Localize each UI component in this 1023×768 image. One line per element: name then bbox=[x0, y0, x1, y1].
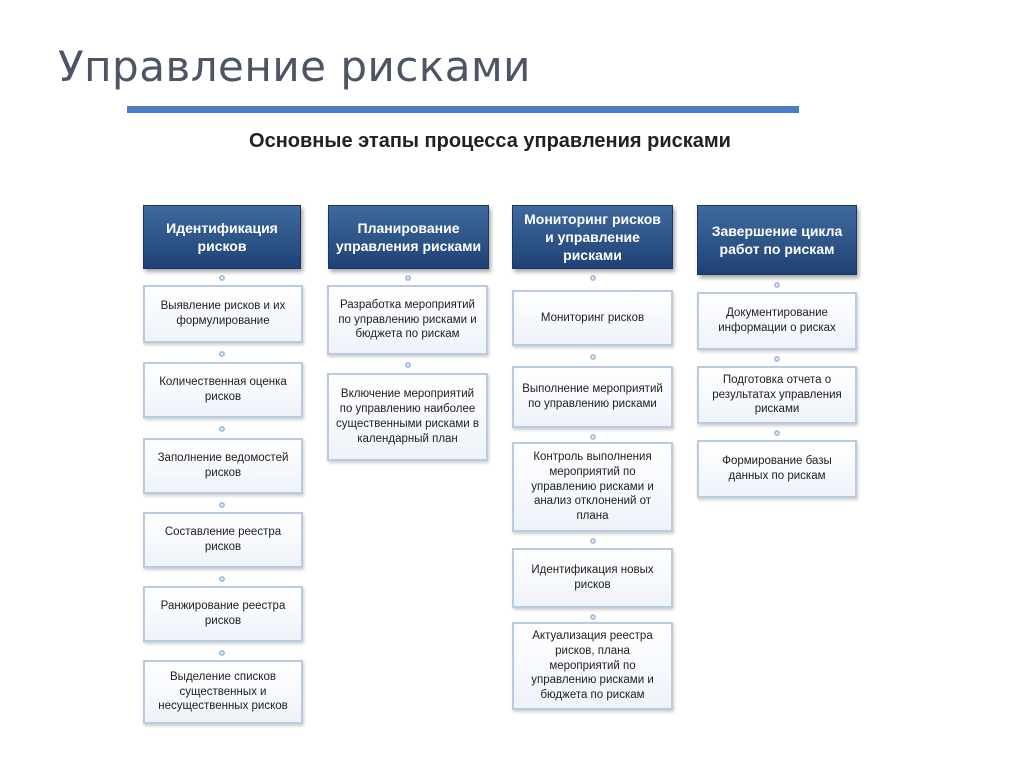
column-1-step-2: Количественная оценка рисков bbox=[143, 362, 303, 418]
connector bbox=[219, 576, 225, 582]
connector bbox=[219, 650, 225, 656]
diagram-title: Основные этапы процесса управления риска… bbox=[249, 130, 731, 152]
connector bbox=[219, 502, 225, 508]
column-1-step-1: Выявление рисков и их формулирование bbox=[143, 285, 303, 343]
connector bbox=[219, 351, 225, 357]
connector bbox=[774, 282, 780, 288]
column-1-step-6: Выделение списков существенных и несущес… bbox=[143, 660, 303, 724]
connector bbox=[219, 426, 225, 432]
column-1-step-4: Составление реестра рисков bbox=[143, 512, 303, 568]
column-3-step-1: Мониторинг рисков bbox=[512, 290, 673, 346]
column-3-step-4: Идентификация новых рисков bbox=[512, 548, 673, 608]
column-3-header: Мониторинг рисков и управление рисками bbox=[512, 205, 673, 269]
connector bbox=[590, 614, 596, 620]
title-underline bbox=[127, 106, 799, 113]
column-4-step-2: Подготовка отчета о результатах управлен… bbox=[697, 366, 857, 424]
column-2-step-2: Включение мероприятий по управлению наиб… bbox=[327, 373, 488, 461]
column-4-step-1: Документирование информации о рисках bbox=[697, 292, 857, 350]
column-4-header: Завершение цикла работ по рискам bbox=[697, 205, 857, 275]
connector bbox=[405, 362, 411, 368]
connector bbox=[219, 275, 225, 281]
column-3-step-3: Контроль выполнения мероприятий по управ… bbox=[512, 442, 673, 532]
column-1-step-3: Заполнение ведомостей рисков bbox=[143, 438, 303, 494]
column-2-header: Планирование управления рисками bbox=[328, 205, 489, 269]
column-3-step-5: Актуализация реестра рисков, плана мероп… bbox=[512, 622, 673, 710]
slide-title: Управление рисками bbox=[58, 42, 531, 91]
column-2-step-1: Разработка мероприятий по управлению рис… bbox=[327, 285, 488, 355]
column-1-header: Идентификация рисков bbox=[143, 205, 301, 269]
connector bbox=[774, 356, 780, 362]
connector bbox=[774, 430, 780, 436]
connector bbox=[590, 354, 596, 360]
connector bbox=[590, 434, 596, 440]
column-1-step-5: Ранжирование реестра рисков bbox=[143, 586, 303, 642]
connector bbox=[590, 538, 596, 544]
column-3-step-2: Выполнение мероприятий по управлению рис… bbox=[512, 366, 673, 428]
connector bbox=[590, 275, 596, 281]
column-4-step-3: Формирование базы данных по рискам bbox=[697, 440, 857, 498]
connector bbox=[405, 275, 411, 281]
